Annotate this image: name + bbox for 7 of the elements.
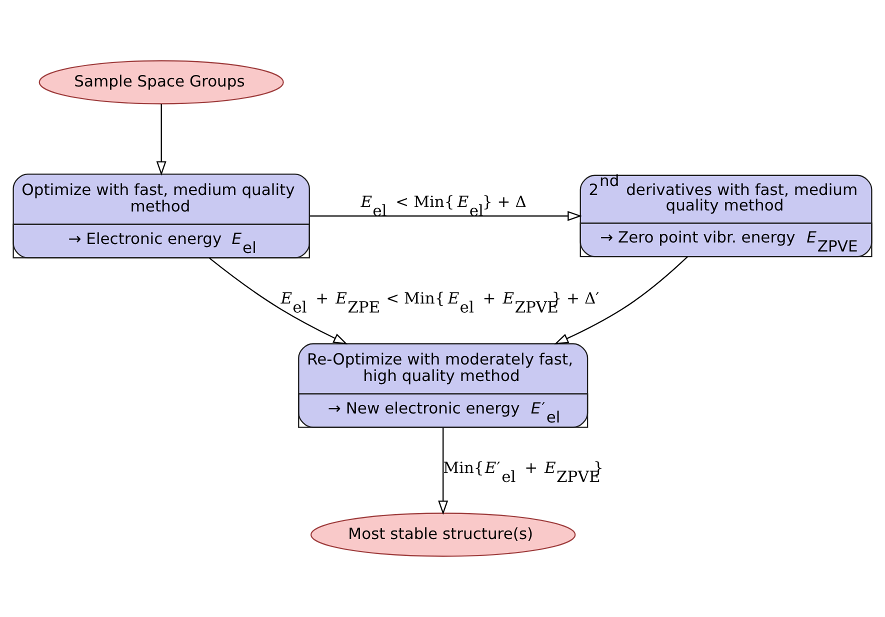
arrow — [438, 428, 448, 515]
node-ellipse: Sample Space Groups — [38, 60, 284, 104]
arrow — [310, 210, 582, 221]
arrow — [156, 104, 166, 176]
arrow — [554, 256, 688, 344]
node-ellipse: Most stable structure(s) — [310, 512, 576, 557]
arrow — [209, 258, 348, 344]
